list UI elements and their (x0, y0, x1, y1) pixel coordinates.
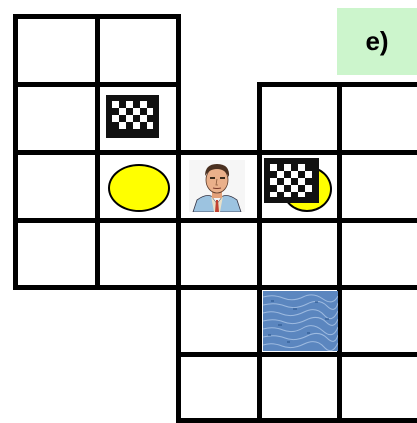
grid-line (257, 82, 262, 422)
grid-line (176, 418, 417, 423)
man-portrait-icon (189, 160, 245, 212)
grid-line (13, 82, 181, 87)
grid-line (13, 150, 417, 155)
puzzle-label: e) (365, 26, 388, 57)
water-tile-icon (263, 291, 338, 351)
grid-line (337, 82, 342, 422)
checkered-flag-icon (106, 95, 159, 138)
checkered-flag-icon (264, 158, 319, 203)
grid-line (176, 352, 417, 357)
grid-line (257, 82, 417, 87)
puzzle-label-box: e) (337, 8, 417, 75)
grid-line (13, 14, 181, 19)
gold-coin-icon (108, 164, 170, 212)
grid-line (13, 218, 417, 223)
grid-line (13, 285, 417, 290)
